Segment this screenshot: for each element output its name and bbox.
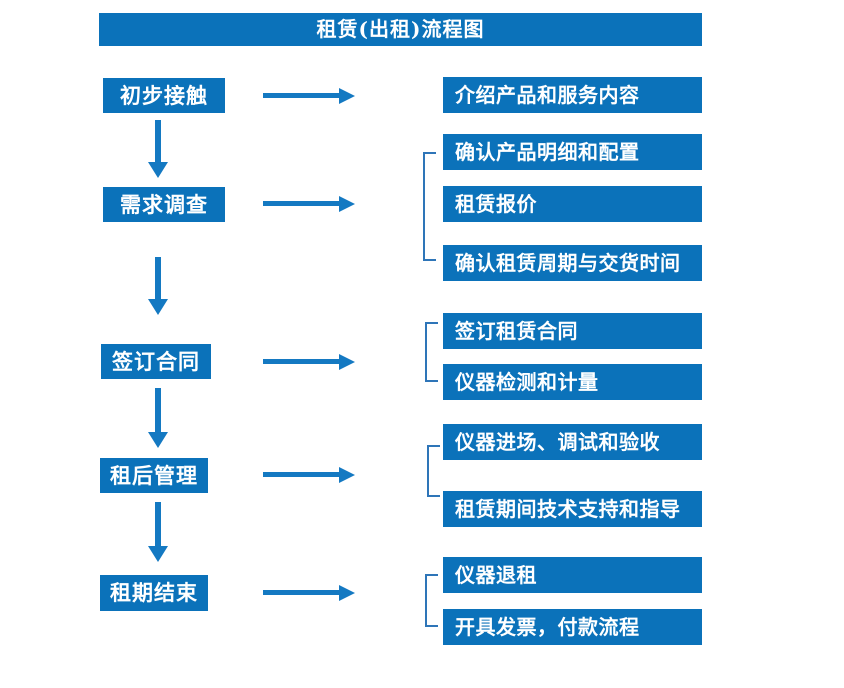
output-box-instrument-inspection-measurement: 仪器检测和计量 xyxy=(443,364,702,400)
bracket-demand-survey-outputs xyxy=(423,152,436,261)
output-box-intro-products-services: 介绍产品和服务内容 xyxy=(443,77,702,113)
arrow-right-from-post-rental xyxy=(263,472,339,477)
arrow-down-demand-survey-to-sign-contract xyxy=(155,257,161,299)
output-box-instrument-entry-commissioning-acceptance: 仪器进场、调试和验收 xyxy=(443,424,702,460)
arrow-right-from-demand-survey xyxy=(263,201,339,206)
output-box-instrument-return: 仪器退租 xyxy=(443,557,702,593)
arrow-down-initial-contact-to-demand-survey xyxy=(155,120,161,162)
arrow-right-from-sign-contract xyxy=(263,359,339,364)
step-box-initial-contact: 初步接触 xyxy=(103,78,225,113)
page-title: 租赁(出租)流程图 xyxy=(99,13,702,46)
step-box-sign-contract: 签订合同 xyxy=(101,344,211,379)
arrow-down-sign-contract-to-post-rental xyxy=(155,388,161,432)
bracket-sign-contract-outputs xyxy=(425,322,438,382)
bracket-lease-end-outputs xyxy=(425,574,438,627)
step-box-demand-survey: 需求调查 xyxy=(103,187,225,222)
step-box-lease-end: 租期结束 xyxy=(100,575,208,611)
output-box-invoice-payment-process: 开具发票，付款流程 xyxy=(443,609,702,645)
arrow-down-post-rental-to-lease-end xyxy=(155,502,161,546)
output-box-sign-lease-contract: 签订租赁合同 xyxy=(443,313,702,349)
bracket-post-rental-outputs xyxy=(427,445,440,497)
output-box-rental-quote: 租赁报价 xyxy=(443,186,702,222)
arrow-right-from-initial-contact xyxy=(263,93,339,98)
output-box-rental-technical-support: 租赁期间技术支持和指导 xyxy=(443,491,702,527)
arrow-right-from-lease-end xyxy=(263,590,339,595)
output-box-confirm-lease-period-delivery: 确认租赁周期与交货时间 xyxy=(443,245,702,281)
output-box-confirm-product-details: 确认产品明细和配置 xyxy=(443,134,702,170)
step-box-post-rental-management: 租后管理 xyxy=(100,458,208,493)
